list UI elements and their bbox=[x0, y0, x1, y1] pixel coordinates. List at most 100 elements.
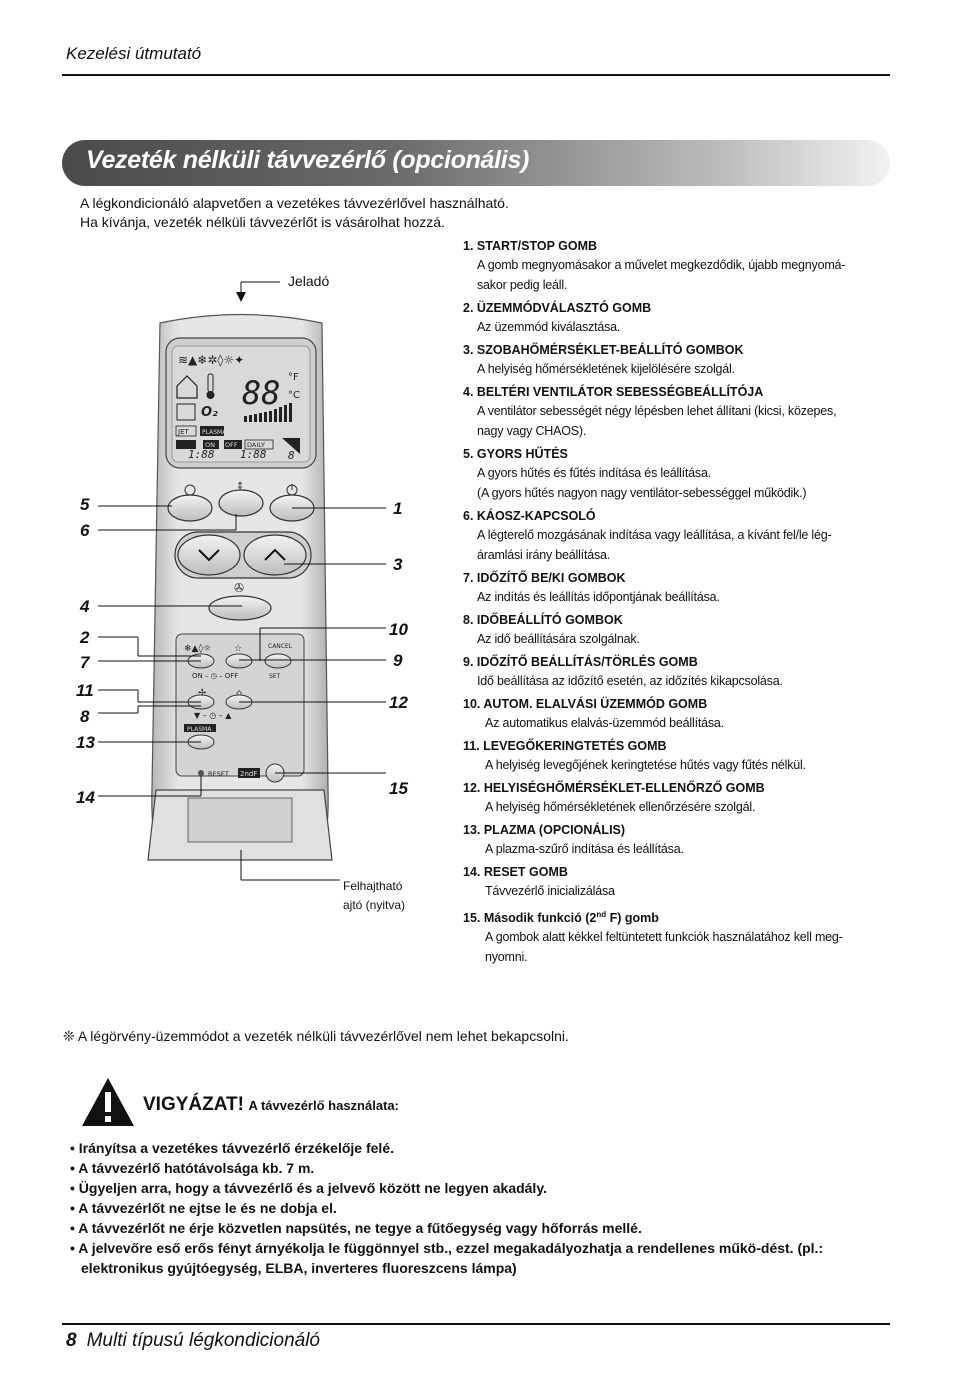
intro-line: A légkondicionáló alapvetően a vezetékes… bbox=[80, 195, 509, 211]
item-title: 15. Második funkció (2nd F) gomb bbox=[463, 906, 893, 927]
lcd-o2-label: O₂ bbox=[201, 405, 218, 420]
sleep-mode-button[interactable] bbox=[225, 653, 253, 669]
footer-rule bbox=[62, 1323, 890, 1325]
warning-item: A távvezérlő hatótávolsága kb. 7 m. bbox=[70, 1158, 900, 1178]
warning-item: Ügyeljen arra, hogy a távvezérlő és a je… bbox=[70, 1178, 900, 1198]
warning-item: A távvezérlőt ne ejtse le és ne dobja el… bbox=[70, 1198, 900, 1218]
temp-down-button[interactable] bbox=[177, 534, 241, 576]
title-banner bbox=[62, 140, 890, 186]
item-title: 3. SZOBAHŐMÉRSÉKLET-BEÁLLÍTÓ GOMBOK bbox=[463, 343, 744, 357]
warning-list: Irányítsa a vezetékes távvezérlő érzékel… bbox=[70, 1138, 900, 1278]
item-desc: A helyiség hőmérsékletének kijelölésére … bbox=[477, 362, 735, 376]
chaos-swing-button[interactable] bbox=[218, 489, 264, 517]
callout-6: 6 bbox=[80, 521, 90, 540]
footer-text: Multi típusú légkondicionáló bbox=[86, 1330, 320, 1351]
warning-item: Irányítsa a vezetékes távvezérlő érzékel… bbox=[70, 1138, 900, 1158]
page-number: 8 bbox=[66, 1330, 77, 1351]
intro-text: A légkondicionáló alapvetően a vezetékes… bbox=[80, 194, 509, 232]
item-desc: sakor pedig leáll. bbox=[477, 278, 568, 292]
list-item: 6. KÁOSZ-KAPCSOLÓ A légterelő mozgásának… bbox=[463, 508, 893, 565]
running-header: Kezelési útmutató bbox=[66, 44, 202, 63]
item-title: 12. HELYISÉGHŐMÉRSÉKLET-ELLENŐRZŐ GOMB bbox=[463, 781, 765, 795]
button-function-list: 1. START/STOP GOMB A gomb megnyomásakor … bbox=[463, 238, 893, 972]
list-item: 9. IDŐZÍTŐ BEÁLLÍTÁS/TÖRLÉS GOMB Idő beá… bbox=[463, 654, 893, 691]
item-title-sup: nd bbox=[596, 910, 607, 919]
svg-text:☆: ☆ bbox=[234, 644, 242, 654]
transmitter-label: Jeladó bbox=[288, 273, 330, 289]
callout-5: 5 bbox=[80, 495, 90, 514]
callout-9: 9 bbox=[393, 651, 403, 670]
warning-heading: VIGYÁZAT! A távvezérlő használata: bbox=[143, 1094, 399, 1116]
svg-text:1:88: 1:88 bbox=[188, 448, 215, 461]
item-desc: A gyors hűtés és fűtés indítása és leáll… bbox=[477, 466, 711, 480]
svg-text:❄▲◊☼: ❄▲◊☼ bbox=[184, 643, 211, 654]
item-desc: Távvezérlő inicializálása bbox=[485, 884, 615, 898]
temp-up-button[interactable] bbox=[243, 534, 307, 576]
list-item: 2. ÜZEMMÓDVÁLASZTÓ GOMB Az üzemmód kivál… bbox=[463, 300, 893, 337]
item-title: 1. START/STOP GOMB bbox=[463, 239, 598, 253]
item-desc: Az indítás és leállítás időpontjának beá… bbox=[477, 590, 720, 604]
door-label-line1: Felhajtható bbox=[343, 879, 403, 893]
list-item: 10. AUTOM. ELALVÁSI ÜZEMMÓD GOMB Az auto… bbox=[463, 696, 893, 733]
list-item: 1. START/STOP GOMB A gomb megnyomásakor … bbox=[463, 238, 893, 295]
callout-12: 12 bbox=[389, 693, 408, 712]
item-title: 2. ÜZEMMÓDVÁLASZTÓ GOMB bbox=[463, 301, 652, 315]
list-item: 3. SZOBAHŐMÉRSÉKLET-BEÁLLÍTÓ GOMBOK A he… bbox=[463, 342, 893, 379]
svg-text:1:88: 1:88 bbox=[240, 448, 267, 461]
svg-text:8: 8 bbox=[288, 449, 295, 462]
warning-item: A jelvevőre eső erős fényt árnyékolja le… bbox=[70, 1238, 900, 1278]
item-title: 14. RESET GOMB bbox=[463, 865, 568, 879]
reset-label: RESET bbox=[208, 770, 229, 778]
callout-2: 2 bbox=[80, 628, 90, 647]
item-desc: A gombok alatt kékkel feltüntetett funkc… bbox=[485, 930, 843, 945]
callout-8: 8 bbox=[80, 707, 90, 726]
warning-item: A távvezérlőt ne érje közvetlen napsütés… bbox=[70, 1218, 900, 1238]
fan-speed-button[interactable] bbox=[208, 595, 272, 621]
item-desc: A helyiség hőmérsékletének ellenőrzésére… bbox=[485, 800, 756, 814]
lcd-on-label: ON bbox=[205, 441, 215, 449]
svg-text:°C: °C bbox=[288, 390, 300, 401]
callout-7: 7 bbox=[80, 653, 90, 672]
item-title: 10. AUTOM. ELALVÁSI ÜZEMMÓD GOMB bbox=[463, 697, 708, 711]
list-item: 13. PLAZMA (OPCIONÁLIS) A plazma-szűrő i… bbox=[463, 822, 893, 859]
callout-10: 10 bbox=[389, 620, 408, 639]
item-desc: nagy vagy CHAOS). bbox=[477, 424, 587, 438]
header-rule bbox=[62, 74, 890, 76]
item-desc: A ventilátor sebességét négy lépésben le… bbox=[477, 404, 837, 418]
callout-15: 15 bbox=[389, 779, 408, 798]
remote-control-illustration: ≋▲❄✲◊☼✦ 88 °F °C O₂ JET PLASMA ON OFF DA… bbox=[98, 281, 386, 881]
list-item: 12. HELYISÉGHŐMÉRSÉKLET-ELLENŐRZŐ GOMB A… bbox=[463, 780, 893, 817]
item-desc: Az üzemmód kiválasztása. bbox=[477, 320, 621, 334]
item-desc: Az automatikus elalvás-üzemmód beállítás… bbox=[485, 716, 724, 730]
list-item: 4. BELTÉRI VENTILÁTOR SEBESSÉGBEÁLLÍTÓJA… bbox=[463, 384, 893, 441]
callout-1: 1 bbox=[393, 499, 403, 518]
list-item: 5. GYORS HŰTÉS A gyors hűtés és fűtés in… bbox=[463, 446, 893, 503]
item-desc: nyomni. bbox=[485, 950, 528, 965]
warning-subtitle: A távvezérlő használata: bbox=[248, 1098, 399, 1113]
callout-13: 13 bbox=[76, 733, 95, 752]
page-footer: 8 Multi típusú légkondicionáló bbox=[66, 1330, 320, 1352]
intro-line: Ha kívánja, vezeték nélküli távvezérlőt … bbox=[80, 214, 445, 230]
svg-text:⇕: ⇕ bbox=[236, 481, 244, 492]
svg-text:✢: ✢ bbox=[198, 688, 206, 699]
warning-icon bbox=[82, 1078, 134, 1126]
list-item: 15. Második funkció (2nd F) gomb A gombo… bbox=[463, 906, 893, 967]
list-item: 11. LEVEGŐKERINGTETÉS GOMB A helyiség le… bbox=[463, 738, 893, 775]
item-title: 5. GYORS HŰTÉS bbox=[463, 447, 568, 461]
item-desc: A helyiség levegőjének keringtetése hűté… bbox=[485, 758, 806, 772]
jet-cool-button[interactable] bbox=[167, 494, 213, 522]
set-label: SET bbox=[269, 673, 281, 680]
item-desc: A gomb megnyomásakor a művelet megkezdőd… bbox=[477, 258, 846, 272]
item-desc: Az idő beállítására szolgálnak. bbox=[477, 632, 640, 646]
lcd-jet-label: JET bbox=[177, 428, 189, 436]
reset-button[interactable] bbox=[198, 770, 204, 776]
lcd-icons-row: ≋▲❄✲◊☼✦ bbox=[178, 353, 244, 367]
item-title: 11. LEVEGŐKERINGTETÉS GOMB bbox=[463, 739, 667, 753]
item-desc: Idő beállítása az időzítő esetén, az idő… bbox=[477, 674, 783, 688]
item-desc: A légterelő mozgásának indítása vagy leá… bbox=[477, 528, 832, 542]
lcd-temperature-digits: 88 bbox=[242, 374, 281, 412]
item-title-post: F) gomb bbox=[606, 911, 659, 926]
item-title: 6. KÁOSZ-KAPCSOLÓ bbox=[463, 509, 596, 523]
callout-3: 3 bbox=[393, 555, 403, 574]
timer-set-cancel-button[interactable] bbox=[264, 653, 292, 669]
